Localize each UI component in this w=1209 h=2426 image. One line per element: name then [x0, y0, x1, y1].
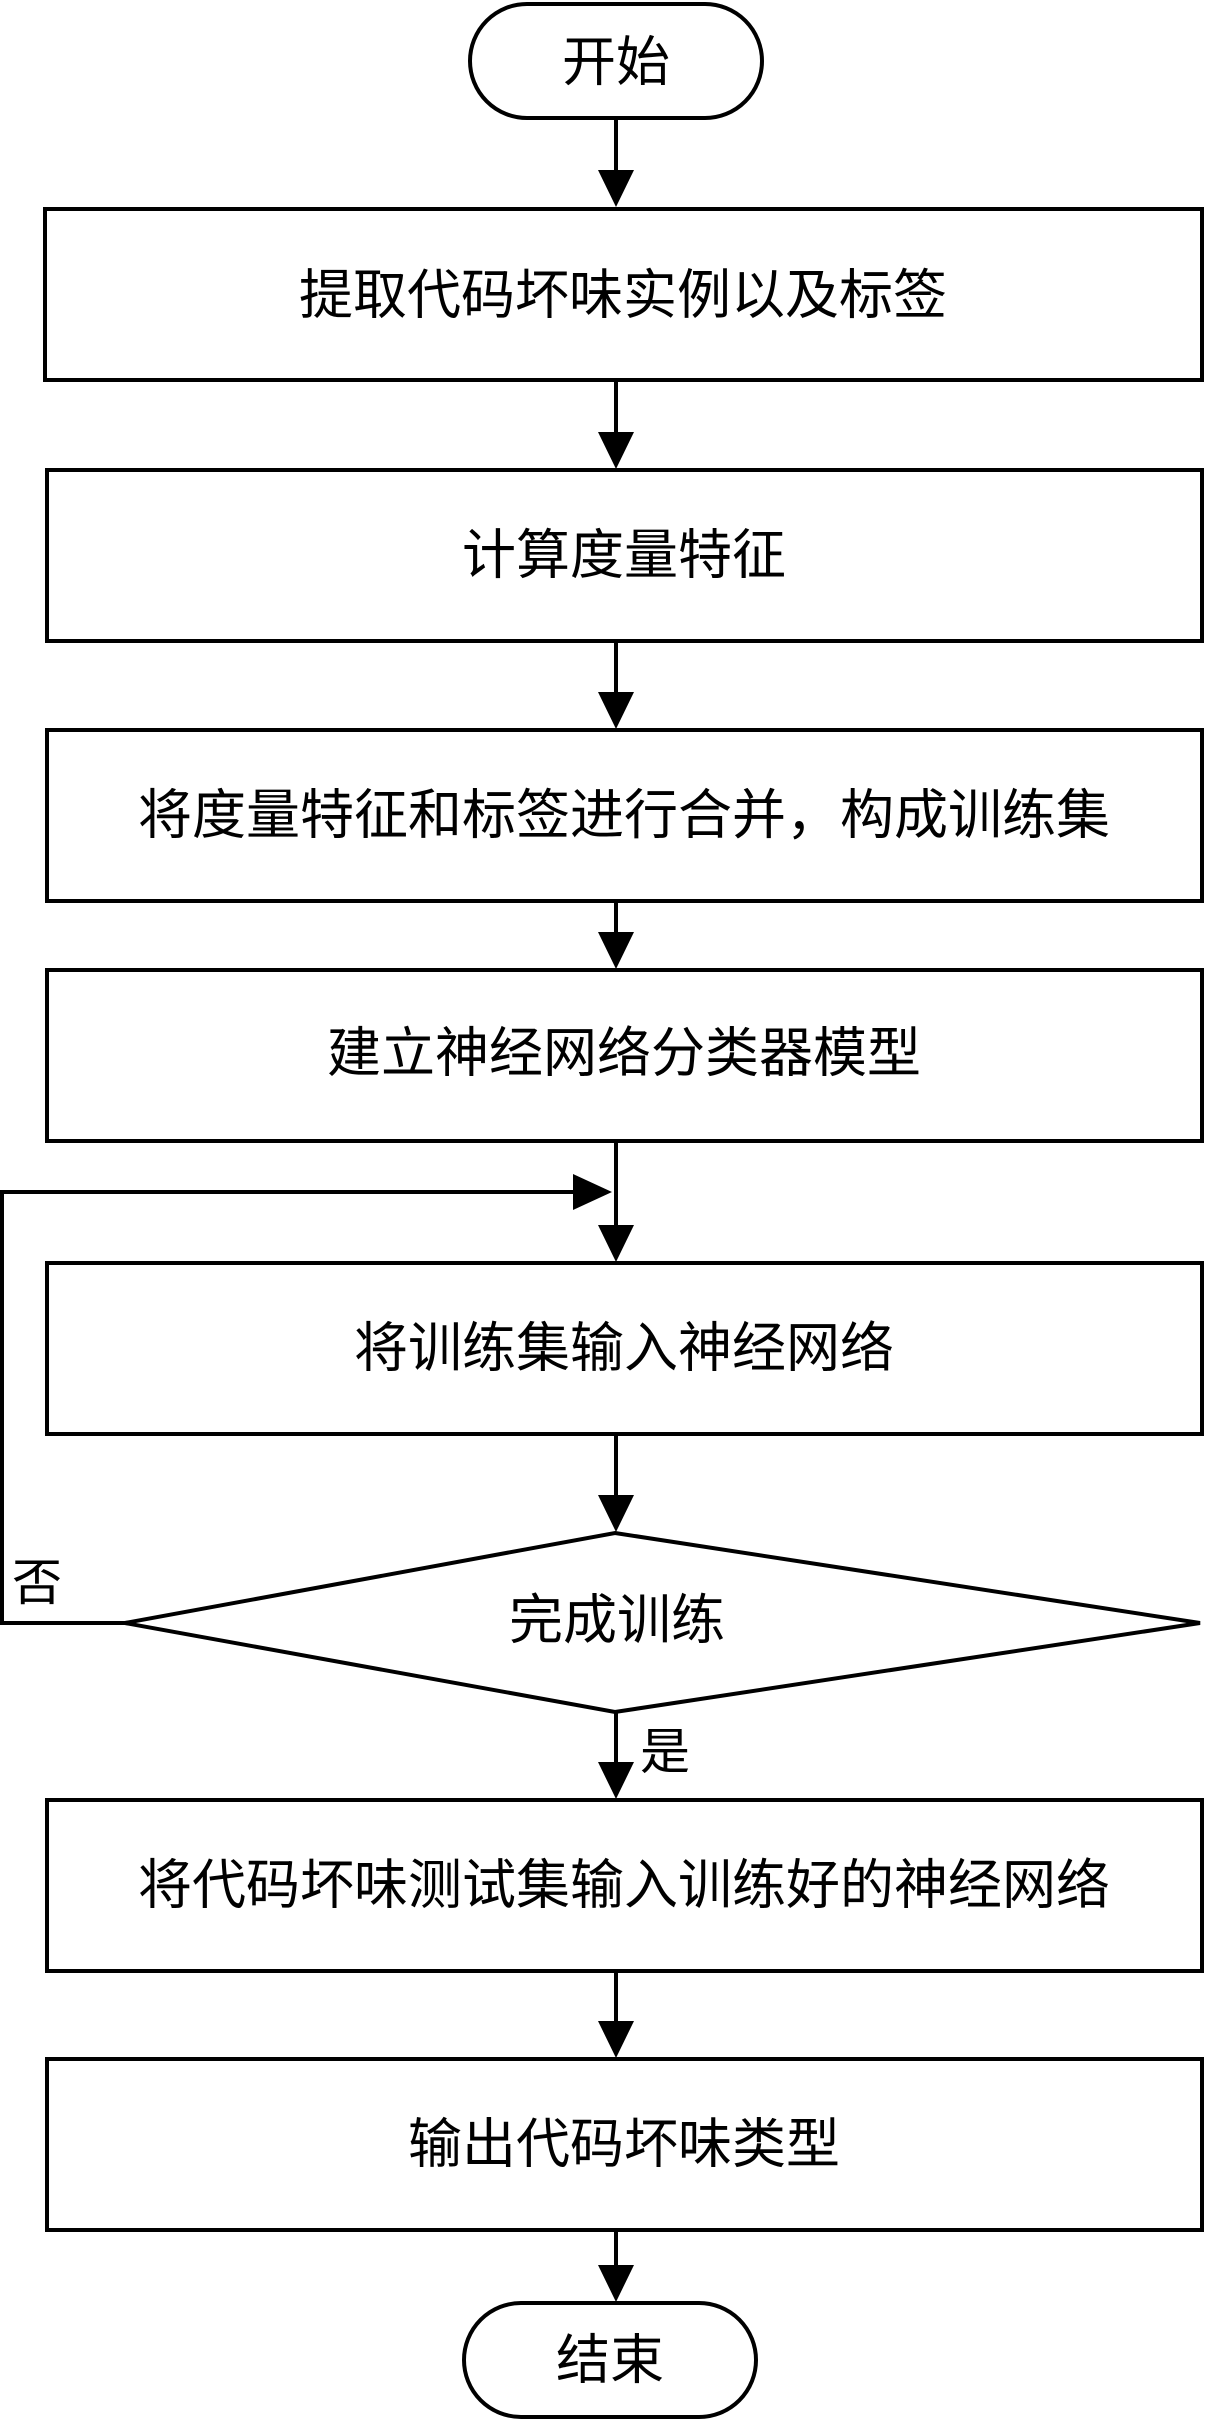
end-node: 结束: [462, 2301, 758, 2419]
decision-node: 完成训练: [124, 1530, 1201, 1715]
connector-decision-input-test: [598, 1712, 634, 1799]
merge-node: 将度量特征和标签进行合并，构成训练集: [45, 728, 1204, 903]
build-label: 建立神经网络分类器模型: [327, 1022, 921, 1085]
connector-merge-build: [598, 901, 634, 969]
compute-label: 计算度量特征: [462, 524, 786, 587]
extract-label: 提取代码坏味实例以及标签: [299, 264, 947, 327]
input-test-node: 将代码坏味测试集输入训练好的神经网络: [45, 1798, 1204, 1973]
end-label: 结束: [556, 2329, 664, 2392]
connector-build-input-train: [598, 1141, 634, 1262]
connector-extract-compute: [598, 380, 634, 469]
connector-start-extract: [598, 118, 634, 207]
connector-compute-merge: [598, 641, 634, 729]
input-train-node: 将训练集输入神经网络: [45, 1261, 1204, 1436]
decision-label: 完成训练: [509, 1589, 725, 1652]
output-node: 输出代码坏味类型: [45, 2057, 1204, 2232]
connector-input-train-decision: [598, 1434, 634, 1532]
connector-output-end: [598, 2230, 634, 2302]
extract-node: 提取代码坏味实例以及标签: [43, 207, 1204, 382]
build-node: 建立神经网络分类器模型: [45, 968, 1204, 1143]
input-train-label: 将训练集输入神经网络: [354, 1317, 894, 1380]
connector-loop-no: [0, 1174, 612, 1625]
start-node: 开始: [468, 2, 764, 120]
compute-node: 计算度量特征: [45, 468, 1204, 643]
start-label: 开始: [562, 31, 670, 94]
output-label: 输出代码坏味类型: [408, 2113, 840, 2176]
merge-label: 将度量特征和标签进行合并，构成训练集: [138, 784, 1110, 847]
connector-input-test-output: [598, 1971, 634, 2058]
yes-branch-label: 是: [640, 1723, 690, 1781]
input-test-label: 将代码坏味测试集输入训练好的神经网络: [138, 1854, 1110, 1917]
no-branch-label: 否: [12, 1554, 62, 1612]
